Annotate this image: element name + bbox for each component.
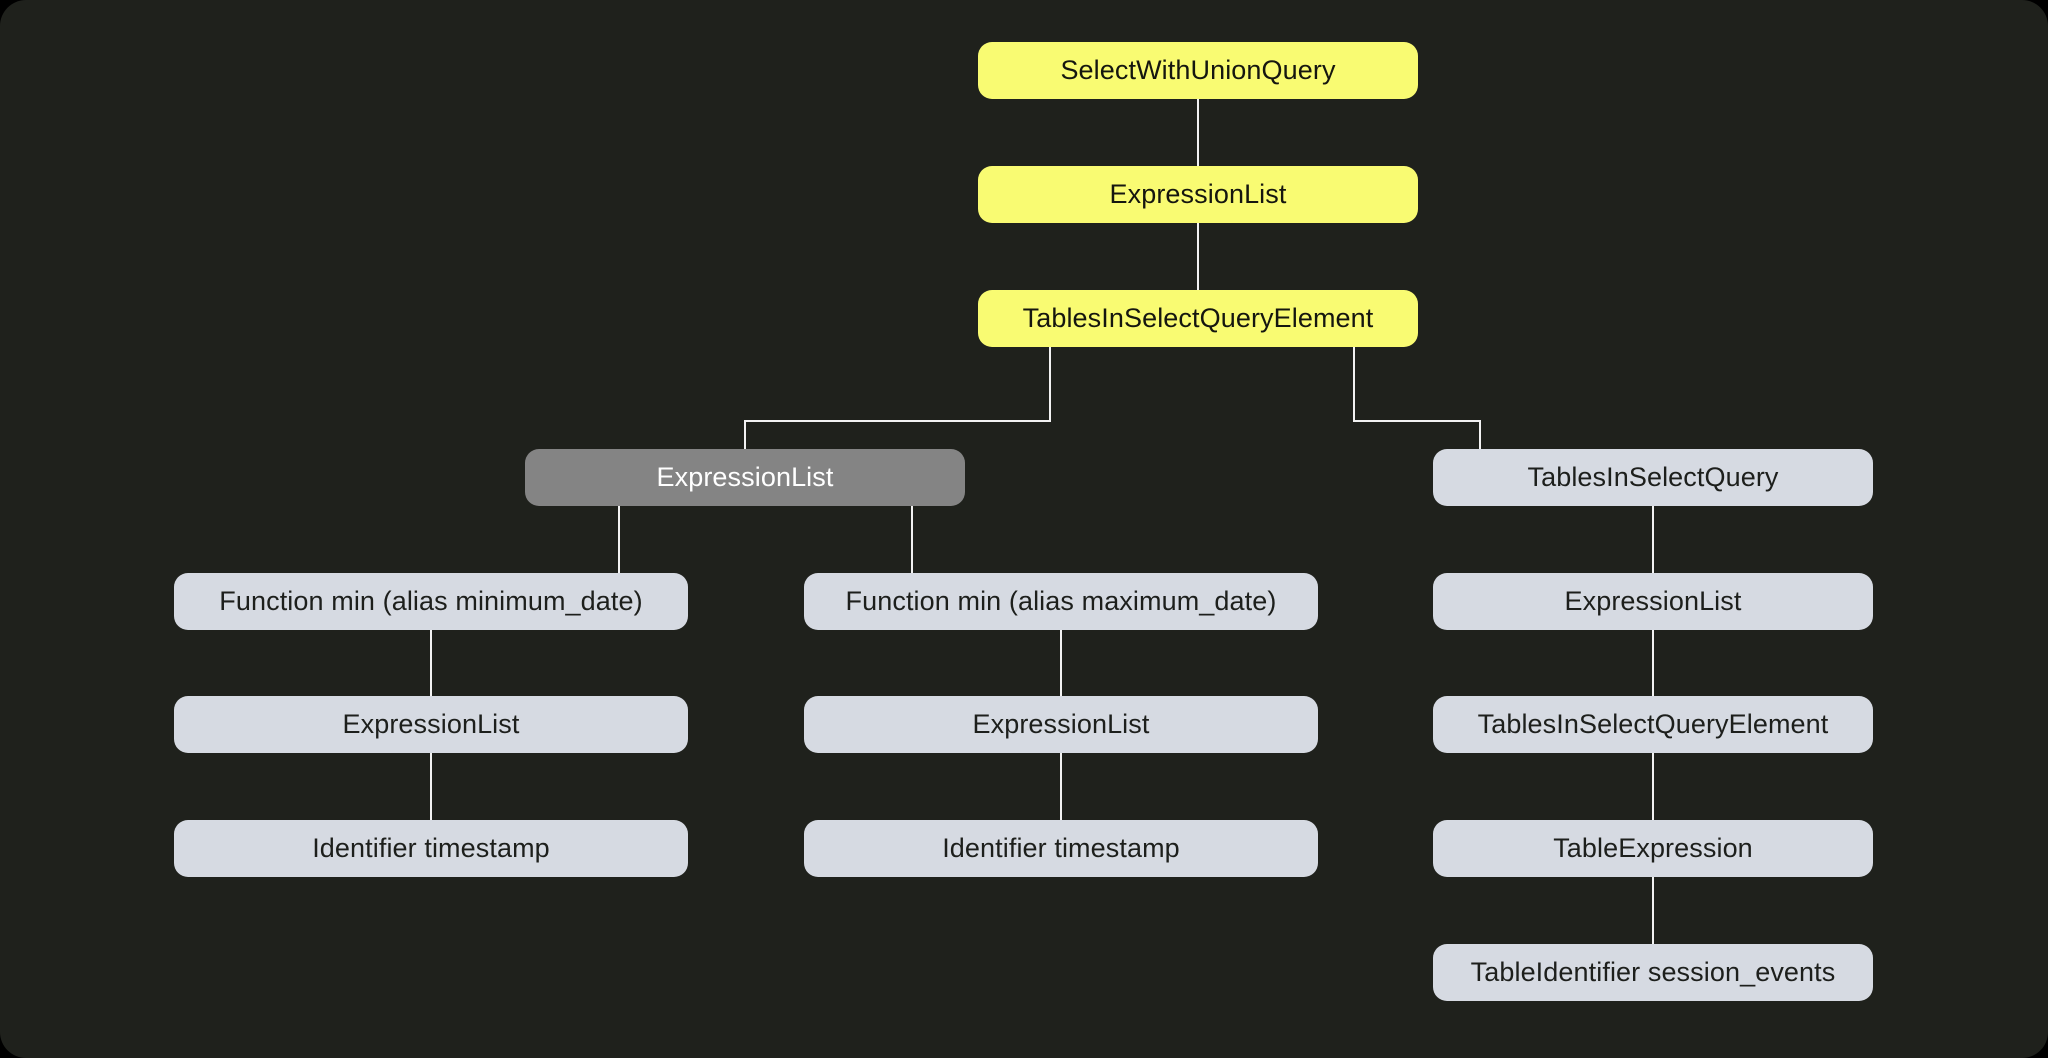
tree-node-label: TablesInSelectQueryElement bbox=[1022, 302, 1374, 333]
tree-node-label: TablesInSelectQueryElement bbox=[1477, 708, 1829, 739]
tree-edge bbox=[744, 347, 1051, 449]
tree-node[interactable]: ExpressionList bbox=[174, 696, 688, 753]
tree-node-label: ExpressionList bbox=[342, 708, 520, 739]
tree-node-label: TableIdentifier session_events bbox=[1470, 956, 1836, 987]
tree-node[interactable]: ExpressionList bbox=[804, 696, 1318, 753]
tree-node[interactable]: TablesInSelectQueryElement bbox=[978, 290, 1418, 347]
tree-node[interactable]: ExpressionList bbox=[1433, 573, 1873, 630]
tree-node-label: ExpressionList bbox=[656, 461, 834, 492]
tree-node-label: TablesInSelectQuery bbox=[1527, 461, 1779, 492]
tree-node[interactable]: Identifier timestamp bbox=[804, 820, 1318, 877]
tree-node[interactable]: Function min (alias maximum_date) bbox=[804, 573, 1318, 630]
tree-node-label: ExpressionList bbox=[1564, 585, 1742, 616]
tree-node-label: SelectWithUnionQuery bbox=[1060, 54, 1336, 85]
tree-node[interactable]: Identifier timestamp bbox=[174, 820, 688, 877]
tree-node-label: Function min (alias maximum_date) bbox=[845, 585, 1277, 616]
tree-node[interactable]: ExpressionList bbox=[978, 166, 1418, 223]
tree-node[interactable]: SelectWithUnionQuery bbox=[978, 42, 1418, 99]
tree-node[interactable]: TablesInSelectQuery bbox=[1433, 449, 1873, 506]
tree-edge bbox=[1353, 347, 1481, 449]
tree-node-label: TableExpression bbox=[1553, 832, 1753, 863]
tree-node[interactable]: TableExpression bbox=[1433, 820, 1873, 877]
tree-node[interactable]: Function min (alias minimum_date) bbox=[174, 573, 688, 630]
tree-node[interactable]: TableIdentifier session_events bbox=[1433, 944, 1873, 1001]
tree-node-label: Identifier timestamp bbox=[312, 832, 550, 863]
tree-node-label: ExpressionList bbox=[972, 708, 1150, 739]
tree-node-label: Identifier timestamp bbox=[942, 832, 1180, 863]
tree-node-label: Function min (alias minimum_date) bbox=[219, 585, 643, 616]
tree-node-selected[interactable]: ExpressionList bbox=[525, 449, 965, 506]
tree-node[interactable]: TablesInSelectQueryElement bbox=[1433, 696, 1873, 753]
tree-node-label: ExpressionList bbox=[1109, 178, 1287, 209]
